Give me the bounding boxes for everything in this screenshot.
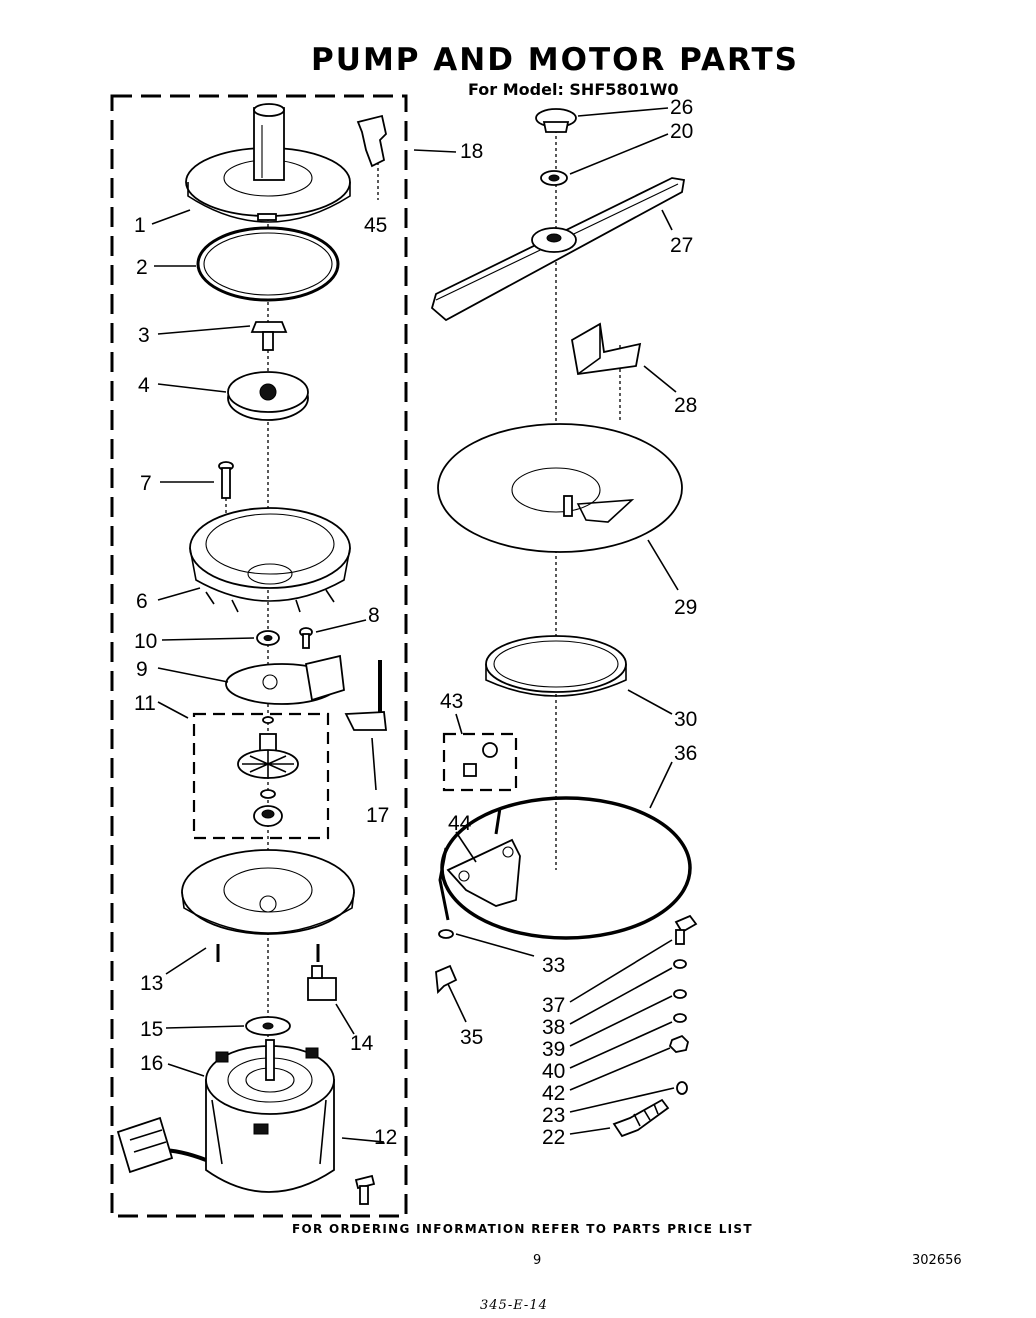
callout-39: 39 [542,1038,565,1061]
part-30-seal-ring [485,635,627,697]
callout-29: 29 [674,596,697,619]
part-42-nut [668,1034,689,1053]
callout-27: 27 [670,234,693,257]
part-1-pump-cover [185,103,351,223]
callout-22: 22 [542,1126,565,1149]
part-12-screw [354,1174,376,1205]
callout-10: 10 [134,630,157,653]
part-20-washer [540,170,568,186]
callout-9: 9 [136,658,148,681]
part-35-clip [435,964,458,994]
part-27-spray-arm [430,177,686,322]
callout-42: 42 [542,1082,565,1105]
callout-4: 4 [138,374,150,397]
page-title: PUMP AND MOTOR PARTS [311,42,799,78]
pump-motor-assembly-boundary [110,94,408,1218]
callout-26: 26 [670,96,693,119]
callout-3: 3 [138,324,150,347]
callout-1: 1 [134,214,146,237]
document-number: 302656 [912,1253,962,1268]
part-23-o-ring [676,1081,688,1095]
callout-37: 37 [542,994,565,1017]
callout-43: 43 [440,690,463,713]
callout-38: 38 [542,1016,565,1039]
callout-18: 18 [460,140,483,163]
part-22-fitting [612,1098,670,1138]
callout-13: 13 [140,972,163,995]
callout-33: 33 [542,954,565,977]
part-3-impeller-fastener [250,321,288,351]
callout-17: 17 [366,804,389,827]
callout-36: 36 [674,742,697,765]
part-28-deflector [571,322,642,376]
part-43-kit [463,742,498,777]
part-6-pump-housing [189,507,351,613]
part-13-motor-mount [181,849,355,962]
part-9-mounting-plate [225,654,345,705]
part-26-cap [535,108,577,133]
callout-23: 23 [542,1104,565,1127]
part-17-actuator-rod [344,660,388,731]
callout-15: 15 [140,1018,163,1041]
callout-35: 35 [460,1026,483,1049]
assembly-11-boundary [192,712,330,840]
assembly-43-boundary [442,732,518,792]
part-8-screw [299,627,313,649]
callout-16: 16 [140,1052,163,1075]
part-16-motor [116,1039,335,1193]
callout-40: 40 [542,1060,565,1083]
callout-14: 14 [350,1032,374,1055]
part-14-block [307,965,337,1001]
callout-28: 28 [674,394,697,417]
part-2-o-ring [196,226,340,302]
callout-12: 12 [374,1126,397,1149]
callout-7: 7 [140,472,152,495]
callout-6: 6 [136,590,148,613]
part-4-impeller [227,371,309,421]
callout-30: 30 [674,708,697,731]
part-36-heating-element [438,796,692,940]
callout-leaders [151,107,679,1143]
ordering-note: FOR ORDERING INFORMATION REFER TO PARTS … [292,1222,753,1236]
part-11-chopper-assembly [237,716,299,827]
handwritten-note: 345-E-14 [480,1298,548,1313]
callout-45: 45 [364,214,387,237]
callout-44: 44 [448,812,472,835]
part-45-clip [356,114,387,168]
part-37-terminal-bolt [674,914,698,945]
callout-20: 20 [670,120,693,143]
callout-numbers: 1 2 3 4 7 6 10 8 9 11 17 13 14 15 16 12 … [134,96,697,1149]
part-44-bracket [446,838,521,907]
page-number: 9 [533,1253,542,1268]
part-15-washer [245,1016,291,1036]
callout-2: 2 [136,256,148,279]
part-40-washer [673,1013,687,1023]
callout-8: 8 [368,604,380,627]
model-subtitle: For Model: SHF5801W0 [468,80,679,99]
part-10-washer [256,630,280,646]
callout-11: 11 [134,692,156,715]
part-33-nut [438,929,454,939]
part-38-washer [673,959,687,969]
part-29-filter-disc [437,423,683,553]
part-39-washer [673,989,687,999]
